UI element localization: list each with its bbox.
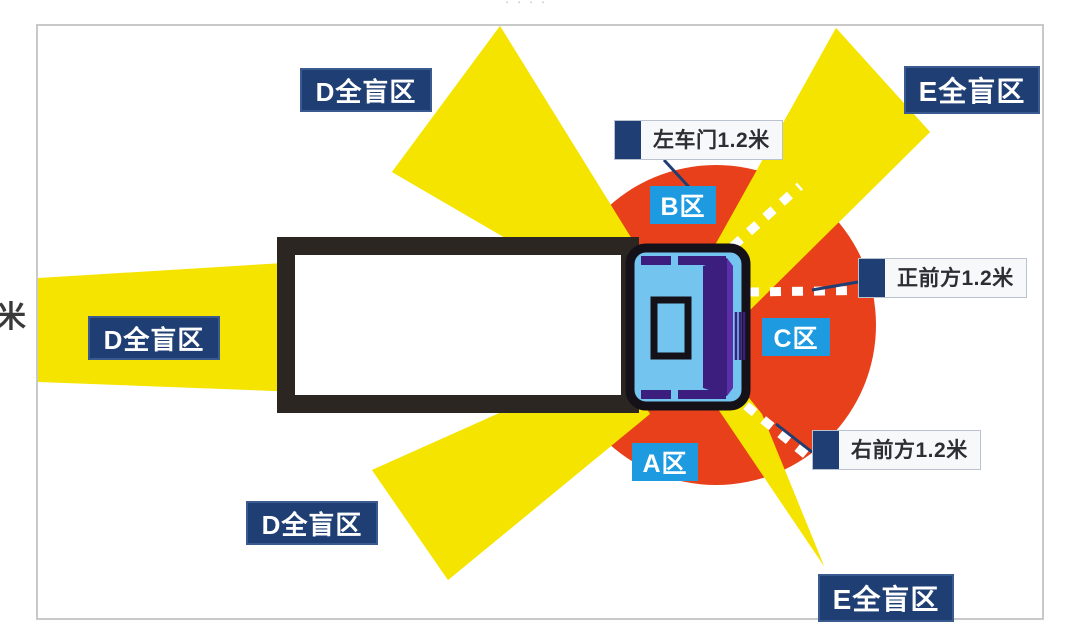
callout-front: 正前方1.2米	[858, 258, 1027, 298]
zone-label-b: B区	[650, 186, 716, 224]
truck-cab	[625, 243, 751, 411]
cab-bottom-strip-left	[641, 390, 671, 399]
truck-trailer	[277, 237, 639, 413]
callout-marker	[813, 431, 839, 469]
cab-top-strip-left	[641, 256, 671, 265]
cab-grille	[734, 312, 746, 360]
cab-windshield	[703, 258, 727, 396]
callout-right-front-text: 右前方1.2米	[851, 439, 968, 462]
edge-character: 米	[0, 301, 26, 334]
clipped-title: · · · ·	[505, 0, 548, 9]
callout-left-door: 左车门1.2米	[614, 120, 783, 160]
beam-e-upper-right-overlay	[700, 28, 930, 318]
callout-right-front: 右前方1.2米	[812, 430, 981, 470]
blind-zone-label-e-top-right: E全盲区	[904, 66, 1040, 114]
blind-zone-label-d-left: D全盲区	[88, 316, 220, 360]
cab-top-strip-right	[678, 256, 726, 265]
cab-roof-hatch	[650, 296, 692, 360]
callout-left-door-text: 左车门1.2米	[653, 129, 770, 152]
blind-zone-label-d-bottom-left: D全盲区	[246, 501, 378, 545]
beam-d-upper-left-overlay	[392, 26, 640, 300]
ray-mid	[747, 285, 895, 297]
callout-line-right-front	[775, 422, 813, 454]
callout-front-text: 正前方1.2米	[897, 267, 1014, 290]
zone-label-c: C区	[762, 318, 830, 356]
cab-windshield-edge	[727, 258, 733, 396]
zone-label-a: A区	[632, 443, 698, 481]
callout-marker	[615, 121, 641, 159]
callout-marker	[859, 259, 885, 297]
blind-zone-label-d-top-left: D全盲区	[300, 68, 432, 112]
blind-zone-label-e-bottom-right: E全盲区	[818, 574, 954, 622]
beam-d-lower-left-overlay	[372, 360, 650, 580]
callout-line-front	[811, 280, 859, 292]
cab-bottom-strip-right	[678, 390, 726, 399]
